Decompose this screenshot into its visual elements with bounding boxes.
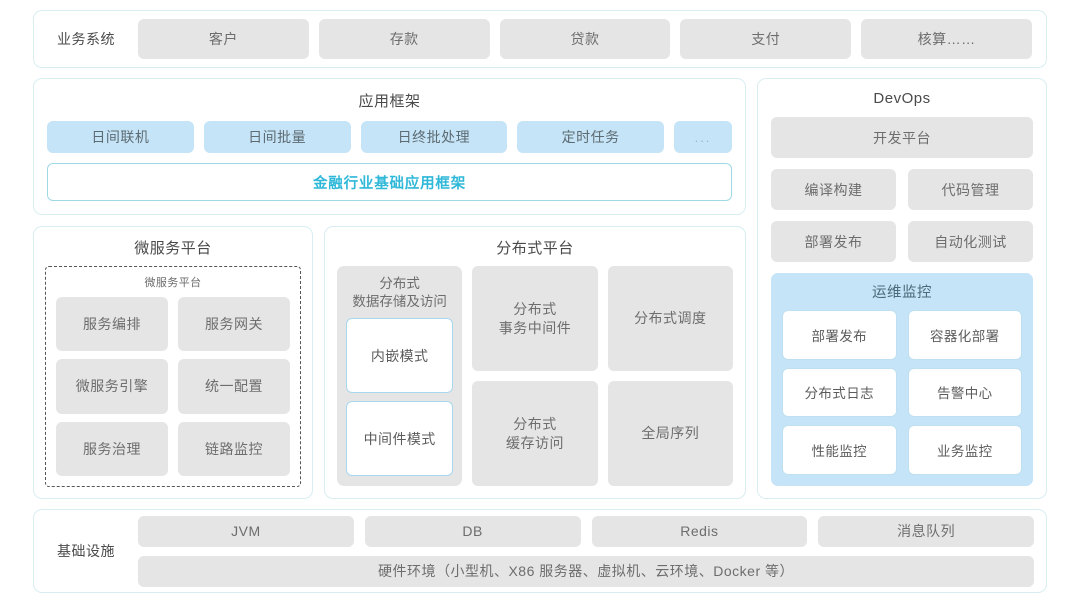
- microservice-item[interactable]: 服务治理: [56, 421, 168, 476]
- infrastructure-item[interactable]: 消息队列: [818, 515, 1034, 547]
- infrastructure-item[interactable]: DB: [364, 515, 581, 547]
- microservice-items: 服务编排 服务网关 微服务引擎 统一配置 服务治理 链路监控: [56, 297, 290, 476]
- storage-mode-item[interactable]: 中间件模式: [346, 401, 454, 476]
- application-framework-panel: 应用框架 日间联机 日间批量 日终批处理 定时任务 ... 金融行业基础应用框架: [33, 78, 746, 215]
- middle-left-column: 应用框架 日间联机 日间批量 日终批处理 定时任务 ... 金融行业基础应用框架…: [33, 78, 746, 499]
- ops-monitoring-item[interactable]: 分布式日志: [782, 367, 897, 418]
- infrastructure-label: 基础设施: [57, 543, 115, 559]
- distributed-item[interactable]: 分布式 缓存访问: [472, 381, 598, 486]
- ops-monitoring-item[interactable]: 部署发布: [782, 310, 897, 360]
- distributed-storage-box[interactable]: 分布式 数据存储及访问 内嵌模式 中间件模式: [337, 266, 463, 486]
- distributed-item[interactable]: 分布式调度: [607, 266, 733, 371]
- devops-item[interactable]: 编译构建: [771, 169, 896, 210]
- microservice-item[interactable]: 服务编排: [56, 297, 168, 352]
- devops-item[interactable]: 自动化测试: [908, 221, 1033, 262]
- business-system-item[interactable]: 核算……: [861, 19, 1032, 59]
- microservice-inner-title: 微服务平台: [144, 277, 202, 289]
- business-systems-label: 业务系统: [57, 31, 115, 47]
- ops-monitoring-title: 运维监控: [872, 285, 932, 301]
- infrastructure-panel: 基础设施 JVM DB Redis 消息队列 硬件环境（小型机、X86 服务器、…: [33, 509, 1047, 593]
- devops-panel: DevOps 开发平台 编译构建 代码管理 部署发布 自动化测试 运维监控 部署…: [757, 78, 1047, 499]
- distributed-item[interactable]: 分布式 事务中间件: [472, 266, 598, 371]
- distributed-platform-body: 分布式 数据存储及访问 内嵌模式 中间件模式 分布式 事务中间件 分布式 缓存访…: [337, 266, 733, 486]
- distributed-item[interactable]: 全局序列: [607, 381, 733, 486]
- ops-monitoring-item[interactable]: 业务监控: [907, 425, 1022, 475]
- business-systems-items: 客户 存款 贷款 支付 核算……: [138, 19, 1034, 59]
- microservice-platform-panel: 微服务平台 微服务平台 服务编排 服务网关 微服务引擎 统一配置 服务治理 链路…: [33, 226, 313, 499]
- app-framework-item[interactable]: 日间批量: [203, 121, 351, 153]
- devops-platform-item[interactable]: 开发平台: [771, 117, 1033, 158]
- app-framework-item[interactable]: 日间联机: [47, 121, 194, 153]
- microservice-item[interactable]: 统一配置: [178, 359, 290, 414]
- devops-item[interactable]: 部署发布: [771, 221, 896, 262]
- middle-zone: 应用框架 日间联机 日间批量 日终批处理 定时任务 ... 金融行业基础应用框架…: [33, 78, 1047, 499]
- distributed-column-c: 分布式调度 全局序列: [607, 266, 733, 486]
- application-framework-title: 应用框架: [358, 93, 421, 110]
- business-systems-panel: 业务系统 客户 存款 贷款 支付 核算……: [33, 10, 1047, 68]
- devops-title: DevOps: [873, 90, 931, 107]
- app-framework-item[interactable]: 定时任务: [517, 121, 664, 153]
- app-framework-more-button[interactable]: ...: [674, 121, 732, 153]
- microservice-platform-title: 微服务平台: [134, 240, 212, 257]
- microservice-inner-box: 微服务平台 服务编排 服务网关 微服务引擎 统一配置 服务治理 链路监控: [45, 266, 301, 487]
- financial-base-framework-bar: 金融行业基础应用框架: [47, 163, 732, 201]
- devops-items: 编译构建 代码管理 部署发布 自动化测试: [771, 169, 1033, 262]
- infrastructure-item[interactable]: Redis: [591, 515, 808, 547]
- ops-monitoring-item[interactable]: 容器化部署: [907, 310, 1022, 360]
- storage-mode-item[interactable]: 内嵌模式: [346, 318, 454, 394]
- business-system-item[interactable]: 贷款: [499, 19, 671, 59]
- business-system-item[interactable]: 支付: [680, 19, 852, 59]
- infrastructure-items: JVM DB Redis 消息队列: [138, 515, 1034, 547]
- hardware-environment-item[interactable]: 硬件环境（小型机、X86 服务器、虚拟机、云环境、Docker 等）: [138, 555, 1034, 587]
- infrastructure-stack: JVM DB Redis 消息队列 硬件环境（小型机、X86 服务器、虚拟机、云…: [138, 515, 1034, 587]
- microservice-item[interactable]: 服务网关: [178, 297, 290, 352]
- microservice-item[interactable]: 微服务引擎: [56, 359, 168, 414]
- distributed-platform-panel: 分布式平台 分布式 数据存储及访问 内嵌模式 中间件模式 分布式 事务中间件 分…: [324, 226, 746, 499]
- devops-item[interactable]: 代码管理: [908, 169, 1033, 210]
- app-framework-item[interactable]: 日终批处理: [360, 121, 508, 153]
- hardware-environment-row: 硬件环境（小型机、X86 服务器、虚拟机、云环境、Docker 等）: [138, 555, 1034, 587]
- distributed-storage-title: 分布式 数据存储及访问: [352, 276, 447, 309]
- ops-monitoring-box: 运维监控 部署发布 容器化部署 分布式日志 告警中心 性能监控 业务监控: [771, 273, 1033, 486]
- ops-monitoring-items: 部署发布 容器化部署 分布式日志 告警中心 性能监控 业务监控: [782, 310, 1022, 475]
- application-framework-items: 日间联机 日间批量 日终批处理 定时任务 ...: [47, 121, 732, 153]
- distributed-storage-column: 分布式 数据存储及访问 内嵌模式 中间件模式: [337, 266, 463, 486]
- devops-column: DevOps 开发平台 编译构建 代码管理 部署发布 自动化测试 运维监控 部署…: [757, 78, 1047, 499]
- microservice-item[interactable]: 链路监控: [178, 421, 290, 476]
- business-system-item[interactable]: 存款: [318, 19, 490, 59]
- business-system-item[interactable]: 客户: [138, 19, 309, 59]
- distributed-platform-title: 分布式平台: [496, 240, 574, 257]
- distributed-column-b: 分布式 事务中间件 分布式 缓存访问: [472, 266, 598, 486]
- ops-monitoring-item[interactable]: 性能监控: [782, 425, 897, 475]
- platforms-row: 微服务平台 微服务平台 服务编排 服务网关 微服务引擎 统一配置 服务治理 链路…: [33, 226, 746, 499]
- ops-monitoring-item[interactable]: 告警中心: [907, 367, 1022, 418]
- infrastructure-item[interactable]: JVM: [138, 515, 354, 547]
